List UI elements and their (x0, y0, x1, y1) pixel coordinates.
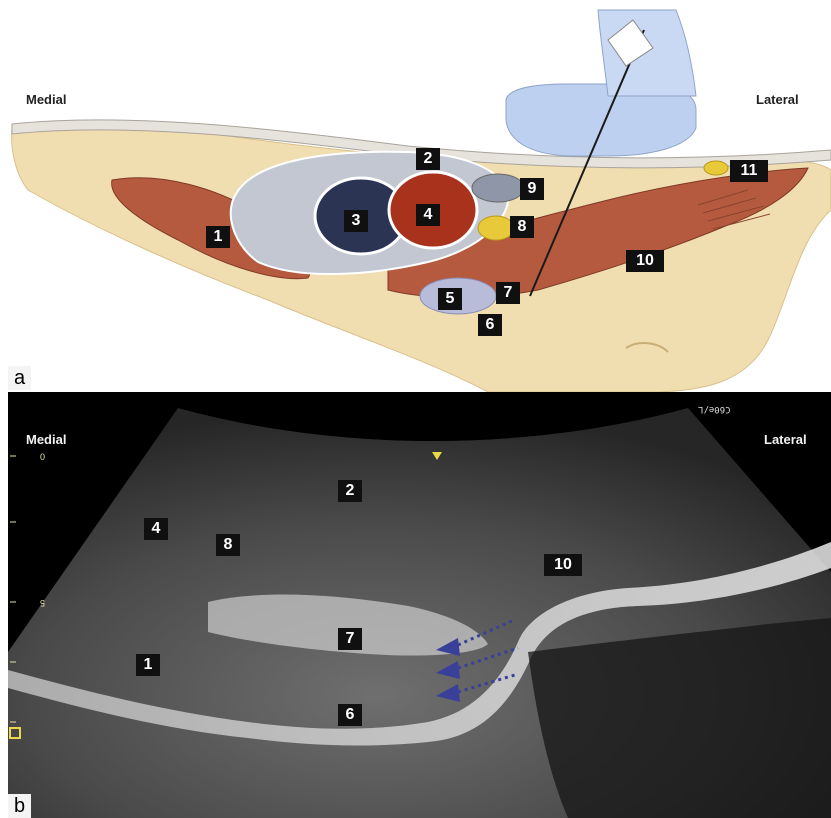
label-a-6: 6 (478, 314, 502, 336)
label-b-7: 7 (338, 628, 362, 650)
label-a-2: 2 (416, 148, 440, 170)
nerve-bundle-9 (472, 174, 524, 202)
label-a-8: 8 (510, 216, 534, 238)
label-a-4: 4 (416, 204, 440, 226)
lateral-label-a: Lateral (756, 92, 799, 107)
nerve-11 (704, 161, 728, 175)
probe-setting-text: C60e/L (698, 404, 731, 414)
label-a-7: 7 (496, 282, 520, 304)
label-a-10: 10 (626, 250, 664, 272)
nerve-8 (478, 216, 514, 240)
panel-letter-b: b (8, 794, 31, 818)
panel-letter-a: a (8, 366, 31, 390)
label-a-3: 3 (344, 210, 368, 232)
lateral-label-b: Lateral (764, 432, 807, 447)
label-a-9: 9 (520, 178, 544, 200)
label-b-1: 1 (136, 654, 160, 676)
depth-label-5: 5 (40, 598, 45, 608)
label-a-5: 5 (438, 288, 462, 310)
label-b-2: 2 (338, 480, 362, 502)
panel-b-ultrasound: Medial Lateral C60e/L 0 5 2 4 8 10 7 1 6… (8, 392, 831, 818)
label-b-10: 10 (544, 554, 582, 576)
acoustic-shadow (528, 618, 831, 818)
label-b-4: 4 (144, 518, 168, 540)
depth-label-0: 0 (40, 452, 45, 462)
panel-a-illustration: Medial Lateral 1 2 3 4 5 6 7 8 9 10 11 a (8, 0, 831, 392)
medial-label-a: Medial (26, 92, 66, 107)
probe-handle (598, 10, 696, 96)
label-b-8: 8 (216, 534, 240, 556)
anatomy-drawing (8, 0, 831, 392)
label-a-11: 11 (730, 160, 768, 182)
label-a-1: 1 (206, 226, 230, 248)
label-b-6: 6 (338, 704, 362, 726)
ultrasound-image (8, 392, 831, 818)
medial-label-b: Medial (26, 432, 66, 447)
